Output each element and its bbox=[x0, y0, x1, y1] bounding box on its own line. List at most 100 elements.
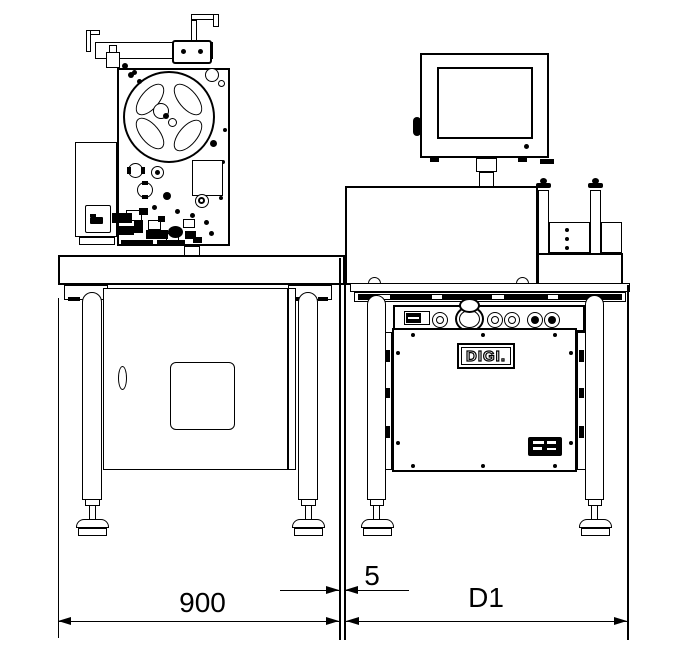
power-switch-stripe bbox=[408, 317, 419, 319]
cabinet-screw bbox=[569, 441, 573, 445]
plate-circle-small bbox=[218, 80, 225, 87]
belt-gap bbox=[432, 295, 442, 299]
monitor-mount-dash bbox=[430, 158, 439, 162]
plate-circle-large bbox=[205, 68, 219, 82]
labeler-leg-left bbox=[82, 292, 102, 500]
push-button-center bbox=[508, 316, 516, 324]
foot-base bbox=[294, 528, 323, 536]
dim-label-5: 5 bbox=[364, 560, 380, 591]
dim-line-5-left bbox=[280, 589, 339, 591]
extension-line-right bbox=[627, 285, 629, 640]
rating-plate-line bbox=[547, 448, 556, 450]
guide-panel bbox=[549, 222, 590, 253]
rating-plate-line bbox=[547, 441, 556, 444]
conveyor-belt-line bbox=[358, 294, 622, 300]
post-knob-bar bbox=[588, 183, 603, 188]
roller-notch bbox=[127, 167, 131, 174]
cabinet-screw bbox=[553, 333, 557, 337]
guide-panel-dot bbox=[565, 237, 569, 241]
plate-dot bbox=[128, 72, 134, 78]
monitor-stand-lower bbox=[479, 172, 494, 187]
weigher-leg-left bbox=[367, 295, 386, 500]
dim-arrow bbox=[326, 617, 339, 625]
post-knob-dome bbox=[592, 178, 599, 184]
key-switch-center bbox=[531, 316, 539, 324]
dim-label-900: 900 bbox=[179, 587, 226, 618]
dim-arrow bbox=[326, 586, 339, 594]
foot-pad bbox=[76, 519, 109, 528]
mechanism-rail bbox=[157, 240, 185, 246]
labeler-support-post bbox=[184, 246, 200, 256]
foot-pad bbox=[361, 519, 394, 528]
plate-dot bbox=[137, 79, 142, 84]
mechanism-part bbox=[146, 230, 168, 239]
housing-bump bbox=[368, 277, 381, 285]
reel-hub-center bbox=[163, 113, 169, 119]
dim-arrow bbox=[614, 617, 627, 625]
dim-line-900 bbox=[59, 620, 339, 622]
foot-base bbox=[581, 528, 610, 536]
gap-line-left bbox=[339, 258, 341, 640]
rail-dash bbox=[385, 426, 390, 438]
motor-bolt bbox=[198, 49, 203, 54]
cabinet-screw bbox=[481, 464, 485, 468]
mechanism-dot bbox=[209, 231, 214, 236]
guide-panel-dot bbox=[565, 228, 569, 232]
table-bracket-foot bbox=[318, 297, 328, 301]
rail-dash bbox=[385, 388, 390, 398]
reel-hub-ring bbox=[168, 118, 177, 127]
mechanism-part bbox=[139, 208, 148, 215]
rating-plate-line bbox=[533, 441, 544, 444]
table-bracket-foot bbox=[68, 297, 80, 301]
foot-pad bbox=[579, 519, 612, 528]
dim-arrow bbox=[346, 617, 359, 625]
cabinet-screw bbox=[396, 441, 400, 445]
plate-screw bbox=[219, 196, 223, 200]
mechanism-part bbox=[185, 231, 196, 239]
roller-center bbox=[155, 170, 160, 175]
label-reel bbox=[123, 71, 215, 163]
belt-gap bbox=[548, 295, 558, 299]
roller-pin bbox=[200, 199, 203, 202]
gap-line-right bbox=[344, 258, 346, 640]
mechanism-part bbox=[116, 226, 134, 235]
roller-notch bbox=[142, 181, 148, 185]
labeler-table-top bbox=[58, 255, 345, 285]
weigher-housing bbox=[345, 186, 538, 285]
weigher-leg-right bbox=[585, 295, 604, 500]
roller-notch bbox=[141, 167, 145, 174]
motor-box bbox=[172, 40, 212, 64]
post-knob-dome bbox=[540, 178, 547, 184]
side-box-pedestal bbox=[79, 237, 115, 245]
mechanism-block bbox=[148, 220, 161, 230]
side-box-label-glyph bbox=[90, 217, 103, 224]
motor-bolt bbox=[181, 49, 186, 54]
left-rod-vertical bbox=[86, 30, 91, 52]
monitor-stand-upper bbox=[476, 158, 497, 172]
guide-side-panel bbox=[601, 222, 622, 253]
monitor-power-led bbox=[524, 144, 529, 149]
mechanism-part bbox=[134, 220, 143, 233]
mount-plate bbox=[192, 160, 223, 196]
belt-gap bbox=[378, 295, 390, 299]
rail-dash bbox=[385, 350, 390, 362]
key-switch-center bbox=[548, 316, 556, 324]
monitor-side-knob bbox=[413, 117, 421, 136]
digi-logo-text: DIGI. bbox=[465, 347, 506, 365]
plate-screw bbox=[223, 128, 227, 132]
housing-bump bbox=[516, 277, 529, 285]
monitor-screen bbox=[437, 67, 533, 139]
foot-base bbox=[78, 528, 107, 536]
cabinet-screw bbox=[569, 351, 573, 355]
guide-panel-dot bbox=[565, 246, 569, 250]
monitor-mount-dash bbox=[518, 158, 527, 162]
mechanism-dot bbox=[190, 213, 195, 218]
digi-logo-frame: DIGI. bbox=[461, 347, 511, 365]
handle-end-cap bbox=[213, 14, 219, 27]
cabinet-edge-line bbox=[287, 288, 289, 470]
mechanism-rail bbox=[121, 240, 153, 246]
mechanism-part bbox=[158, 216, 165, 222]
mechanism-part bbox=[112, 213, 132, 223]
cabinet-screw bbox=[411, 333, 415, 337]
